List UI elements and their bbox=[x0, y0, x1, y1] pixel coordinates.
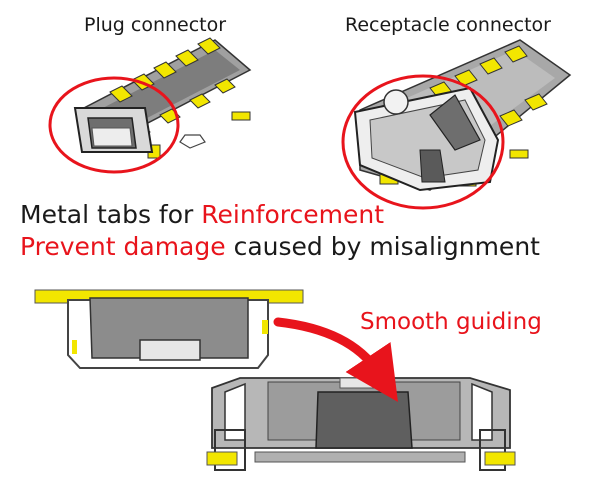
guiding-arrow bbox=[273, 317, 398, 402]
prevent-damage-highlight: Prevent damage bbox=[20, 232, 226, 261]
plug-highlight-ellipse bbox=[48, 76, 180, 174]
plug-connector-illustration bbox=[73, 37, 252, 159]
line2-suffix: caused by misalignment bbox=[225, 232, 540, 261]
line1-prefix: Metal tabs for bbox=[20, 200, 202, 229]
receptacle-connector-label: Receptacle connector bbox=[345, 14, 551, 36]
receptacle-cross-section bbox=[206, 377, 516, 471]
plug-connector-label: Plug connector bbox=[84, 14, 227, 36]
feature-line-prevent-damage: Prevent damage caused by misalignment bbox=[20, 232, 540, 261]
smooth-guiding-label: Smooth guiding bbox=[360, 309, 542, 335]
receptacle-highlight-ellipse bbox=[341, 74, 505, 210]
reinforcement-highlight: Reinforcement bbox=[201, 200, 385, 229]
receptacle-connector-illustration bbox=[353, 39, 572, 192]
feature-line-reinforcement: Metal tabs for Reinforcement bbox=[20, 200, 384, 229]
plug-cross-section bbox=[34, 289, 304, 369]
